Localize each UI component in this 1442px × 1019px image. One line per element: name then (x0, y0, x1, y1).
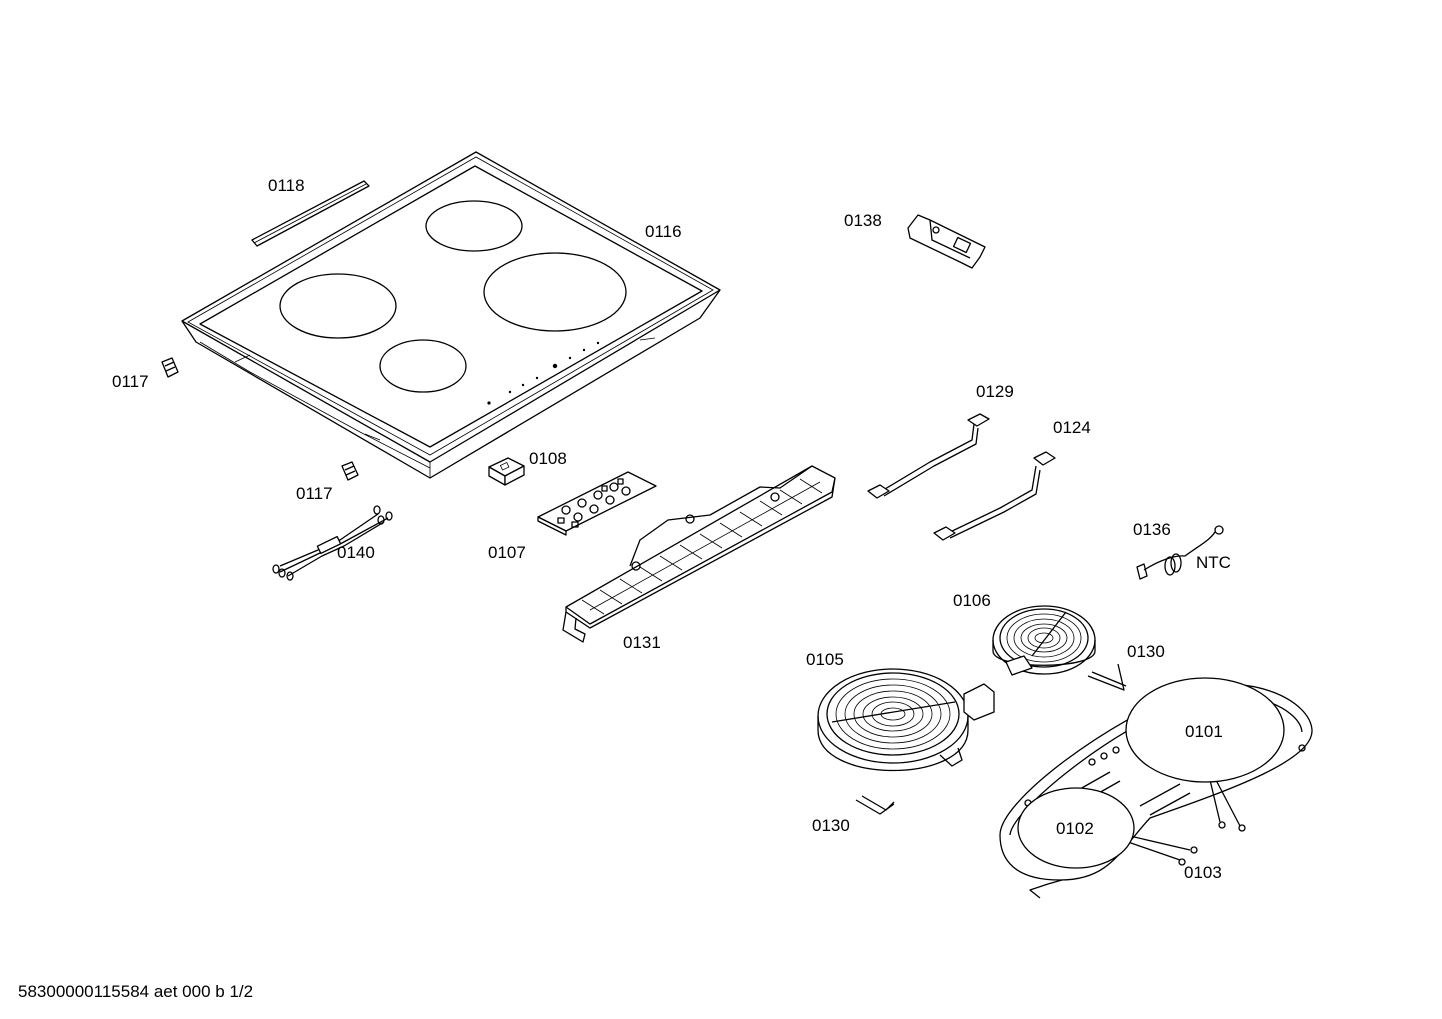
part-0102-heating-element[interactable] (1017, 787, 1135, 869)
part-0107-control-board[interactable] (537, 471, 657, 536)
part-0106-radiant-heater[interactable] (992, 605, 1096, 676)
label-0129: 0129 (976, 382, 1014, 401)
label-0118: 0118 (268, 176, 305, 195)
part-0105-radiant-heater[interactable] (817, 668, 995, 772)
label-0106: 0106 (953, 591, 991, 610)
part-0130-clip-a[interactable] (1087, 663, 1127, 691)
part-0131-support-rail[interactable] (562, 465, 836, 643)
part-0138-bracket[interactable] (907, 214, 986, 269)
part-0117-clip-b[interactable] (341, 461, 359, 481)
label-0140: 0140 (337, 543, 375, 562)
part-0130-clip-b[interactable] (855, 795, 895, 815)
label-0105: 0105 (806, 650, 844, 669)
part-0136-ntc-sensor[interactable] (1136, 525, 1224, 580)
label-0102: 0102 (1056, 819, 1094, 838)
label-0130-a: 0130 (1127, 642, 1165, 661)
part-0140-cable-harness[interactable] (272, 505, 393, 581)
label-0107: 0107 (488, 543, 526, 562)
part-0108-module[interactable] (488, 457, 525, 486)
label-0117-b: 0117 (296, 484, 333, 503)
part-0117-clip-a[interactable] (161, 357, 179, 378)
label-0131: 0131 (623, 633, 661, 652)
label-0136: 0136 (1133, 520, 1171, 539)
part-0101-heating-element[interactable] (1125, 677, 1285, 783)
label-0116: 0116 (645, 222, 682, 241)
label-0101: 0101 (1185, 722, 1223, 741)
label-0138: 0138 (844, 211, 882, 230)
label-0103: 0103 (1184, 863, 1222, 882)
part-0129-connection-cable[interactable] (867, 413, 990, 499)
label-ntc: NTC (1196, 553, 1231, 572)
part-0118-trim-strip[interactable] (251, 180, 370, 247)
label-0124: 0124 (1053, 418, 1091, 437)
drawing-reference-footer: 58300000115584 aet 000 b 1/2 (18, 982, 254, 1001)
part-0124-connection-cable[interactable] (933, 451, 1056, 541)
label-0108: 0108 (529, 449, 567, 468)
label-0117-a: 0117 (112, 372, 149, 391)
part-0116-hob-top[interactable] (181, 151, 721, 479)
label-0130-b: 0130 (812, 816, 850, 835)
